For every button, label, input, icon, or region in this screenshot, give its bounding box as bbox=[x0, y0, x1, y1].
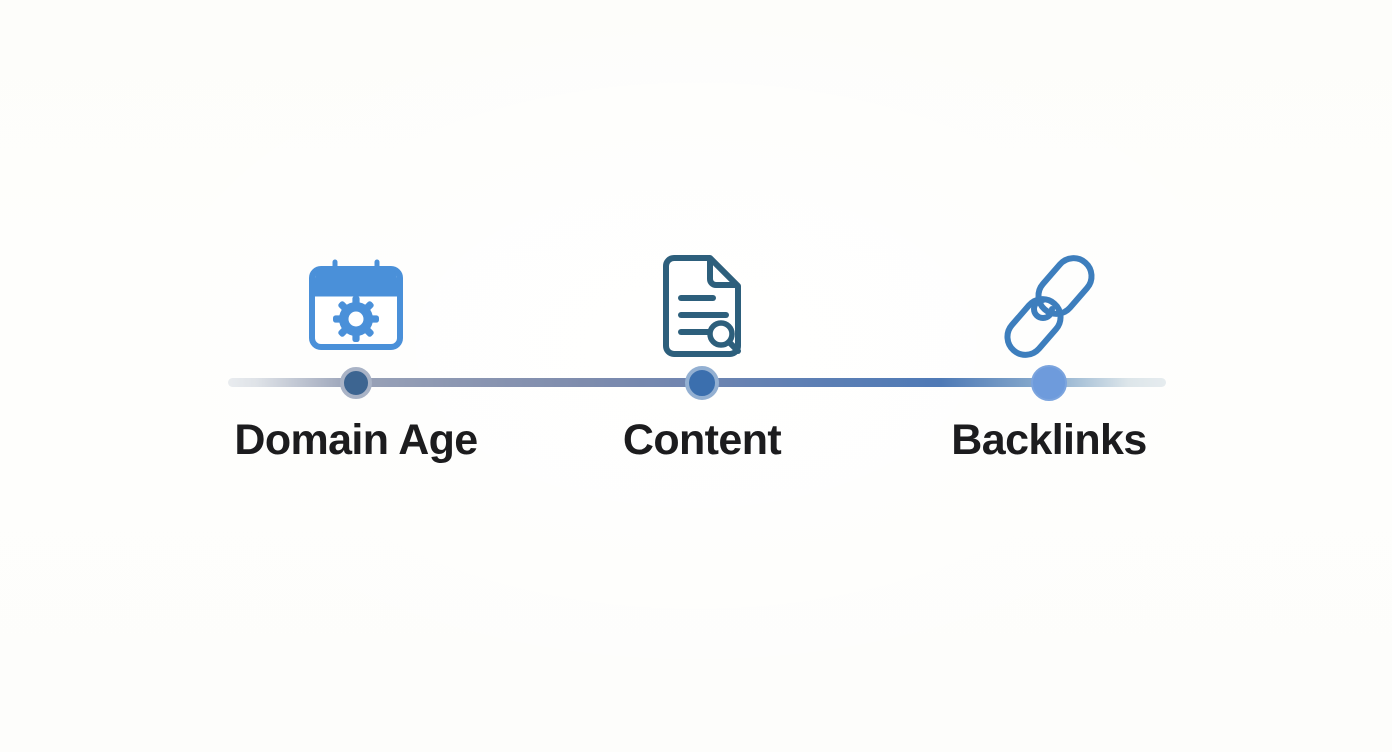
timeline-dot-backlinks[interactable] bbox=[1031, 365, 1067, 401]
timeline-step-backlinks[interactable]: Backlinks bbox=[869, 0, 1229, 752]
chain-link-icon bbox=[994, 252, 1104, 360]
timeline-label-content: Content bbox=[622, 416, 782, 464]
document-search-icon bbox=[647, 252, 757, 360]
timeline-step-domain-age[interactable]: Domain Age bbox=[176, 0, 536, 752]
calendar-gear-icon bbox=[301, 252, 411, 360]
timeline-dot-domain-age[interactable] bbox=[340, 367, 372, 399]
timeline-label-domain-age: Domain Age bbox=[234, 416, 478, 464]
timeline-step-content[interactable]: Content bbox=[522, 0, 882, 752]
timeline-label-backlinks: Backlinks bbox=[951, 416, 1147, 464]
timeline-dot-content[interactable] bbox=[685, 366, 719, 400]
